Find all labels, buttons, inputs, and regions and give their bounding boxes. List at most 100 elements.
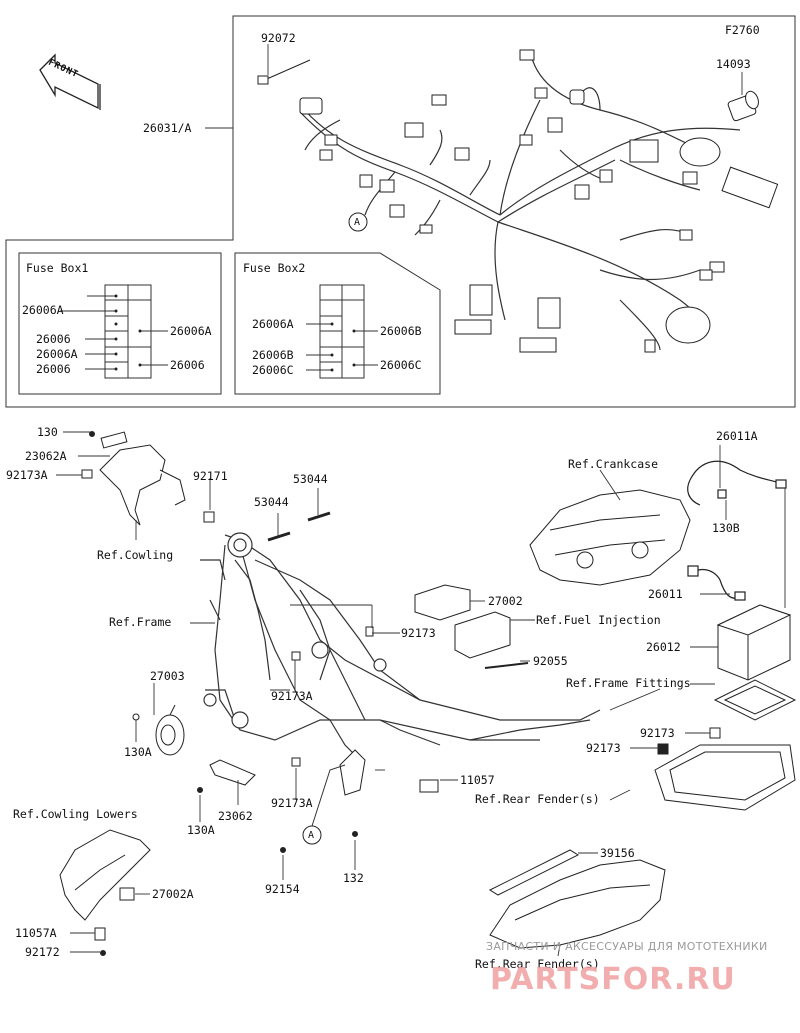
- part-label-27002A[interactable]: 27002A: [152, 887, 194, 901]
- bracket-11057: [339, 749, 439, 796]
- clamp-92173-r2-icon: [657, 743, 669, 755]
- callout-a-top-label: A: [354, 217, 361, 228]
- part-label-130[interactable]: 130: [37, 425, 58, 439]
- bracket-23062: [209, 759, 256, 786]
- clamp-92173a-top-icon: [81, 469, 93, 479]
- fuse-box1-left-3[interactable]: 26006: [36, 362, 71, 376]
- clamp-92173a-mid-icon: [291, 651, 301, 661]
- fuse-box1-grid: [60, 284, 168, 379]
- clamp-92173a-low-icon: [291, 757, 301, 767]
- part-label-26011[interactable]: 26011: [648, 587, 683, 601]
- frame-fittings-plate: [713, 679, 797, 721]
- cowling-bracket-23062a: [99, 431, 186, 526]
- part-label-92173-r2[interactable]: 92173: [586, 741, 621, 755]
- strip-39156-icon: [488, 849, 580, 896]
- part-label-130A-left[interactable]: 130A: [124, 745, 152, 759]
- fuse-box2-left-2[interactable]: 26006C: [252, 363, 294, 377]
- part-label-92055[interactable]: 92055: [533, 654, 568, 668]
- fuse-box1-left-0[interactable]: 26006A: [22, 303, 64, 317]
- fuse-box1-title: Fuse Box1: [26, 261, 89, 275]
- clamp-92173-r1-icon: [709, 727, 721, 739]
- part-label-92173-mid[interactable]: 92173: [401, 626, 436, 640]
- callout-a-bottom-label: A: [308, 830, 315, 841]
- bolt-130a-left-icon: [132, 713, 140, 721]
- fuse-box2-right-1[interactable]: 26006C: [380, 358, 422, 372]
- part-label-92171[interactable]: 92171: [193, 469, 228, 483]
- bolt-130-icon: [89, 431, 95, 437]
- part-label-130A-low[interactable]: 130A: [187, 823, 215, 837]
- pad-53044-b: [307, 511, 331, 522]
- part-label-26031A[interactable]: 26031/A: [143, 121, 192, 135]
- watermark-tagline: ЗАПЧАСТИ И АКСЕССУАРЫ ДЛЯ МОТОТЕХНИКИ: [486, 940, 768, 953]
- part-label-92173A-top[interactable]: 92173A: [6, 468, 48, 482]
- fuse-box1-left-1[interactable]: 26006: [36, 332, 71, 346]
- clamp-92173-mid-icon: [365, 626, 374, 637]
- part-label-92173A-mid[interactable]: 92173A: [271, 689, 313, 703]
- fuse-box1-right-1[interactable]: 26006: [170, 358, 205, 372]
- part-label-92172[interactable]: 92172: [25, 945, 60, 959]
- part-label-26011A[interactable]: 26011A: [716, 429, 758, 443]
- band-92055-icon: [484, 662, 529, 669]
- bolt-92154-icon: [280, 847, 286, 853]
- fuse-box2-grid: [306, 284, 378, 379]
- cable-26011: [687, 565, 746, 601]
- fuse-box2-right-0[interactable]: 26006B: [380, 324, 422, 338]
- part-label-92072[interactable]: 92072: [261, 31, 296, 45]
- motorcycle-frame: [200, 532, 601, 761]
- battery-26012: [716, 604, 792, 681]
- part-label-92154[interactable]: 92154: [265, 882, 300, 896]
- watermark-brand: PARTSFOR.RU: [490, 962, 736, 997]
- part-label-27002[interactable]: 27002: [488, 594, 523, 608]
- figure-code: F2760: [725, 23, 760, 37]
- ref-cowling-lowers[interactable]: Ref.Cowling Lowers: [13, 807, 138, 821]
- part-label-23062[interactable]: 23062: [218, 809, 253, 823]
- ref-fuel-injection[interactable]: Ref.Fuel Injection: [536, 613, 661, 627]
- band-92072-icon: [257, 59, 311, 85]
- clip-92171-icon: [203, 511, 215, 523]
- fuse-box1-left-2[interactable]: 26006A: [36, 347, 78, 361]
- harness-connectors: [299, 49, 779, 353]
- part-label-130B[interactable]: 130B: [712, 521, 740, 535]
- ref-crankcase[interactable]: Ref.Crankcase: [568, 457, 659, 471]
- part-label-92173-r1[interactable]: 92173: [640, 726, 675, 740]
- part-label-39156[interactable]: 39156: [600, 846, 635, 860]
- ref-frame-fittings[interactable]: Ref.Frame Fittings: [566, 676, 691, 690]
- part-label-27003[interactable]: 27003: [150, 669, 185, 683]
- fuse-box2-title: Fuse Box2: [243, 261, 306, 275]
- main-wiring-harness: [299, 49, 741, 351]
- ref-cowling[interactable]: Ref.Cowling: [97, 548, 174, 562]
- part-label-53044-a[interactable]: 53044: [254, 495, 289, 509]
- ref-frame[interactable]: Ref.Frame: [109, 615, 172, 629]
- front-arrow-icon: [39, 53, 101, 110]
- part-label-11057[interactable]: 11057: [460, 773, 495, 787]
- bolt-132-icon: [352, 831, 358, 837]
- ref-rear-fender-mid[interactable]: Ref.Rear Fender(s): [475, 792, 600, 806]
- cable-26011a: [687, 460, 787, 506]
- fuse-box1-frame: [18, 252, 222, 395]
- rear-fender-shape: [489, 859, 666, 949]
- crankcase-shape: [529, 489, 691, 586]
- part-label-132[interactable]: 132: [343, 871, 364, 885]
- callout-a-top: [348, 212, 368, 232]
- bolt-92172-icon: [100, 950, 106, 956]
- part-27002a-icon: [119, 887, 135, 901]
- fuse-box2-left-1[interactable]: 26006B: [252, 348, 294, 362]
- battery-tray: [654, 744, 796, 811]
- part-label-26012[interactable]: 26012: [646, 640, 681, 654]
- ecu-27002: [414, 584, 511, 659]
- part-label-11057A[interactable]: 11057A: [15, 926, 57, 940]
- ref-rear-fender-low[interactable]: Ref.Rear Fender(s): [475, 957, 600, 971]
- bolt-130a-low-icon: [197, 787, 203, 793]
- part-label-92173A-low[interactable]: 92173A: [271, 796, 313, 810]
- relay-14093-icon: [727, 90, 759, 122]
- harness-frame-outline: [5, 15, 796, 408]
- part-label-23062A[interactable]: 23062A: [25, 449, 67, 463]
- part-11057a-icon: [94, 927, 106, 941]
- fuse-box1-right-0[interactable]: 26006A: [170, 324, 212, 338]
- pad-53044-a: [267, 531, 291, 542]
- part-label-14093[interactable]: 14093: [716, 57, 751, 71]
- part-label-53044-b[interactable]: 53044: [293, 472, 328, 486]
- fuse-box2-left-0[interactable]: 26006A: [252, 317, 294, 331]
